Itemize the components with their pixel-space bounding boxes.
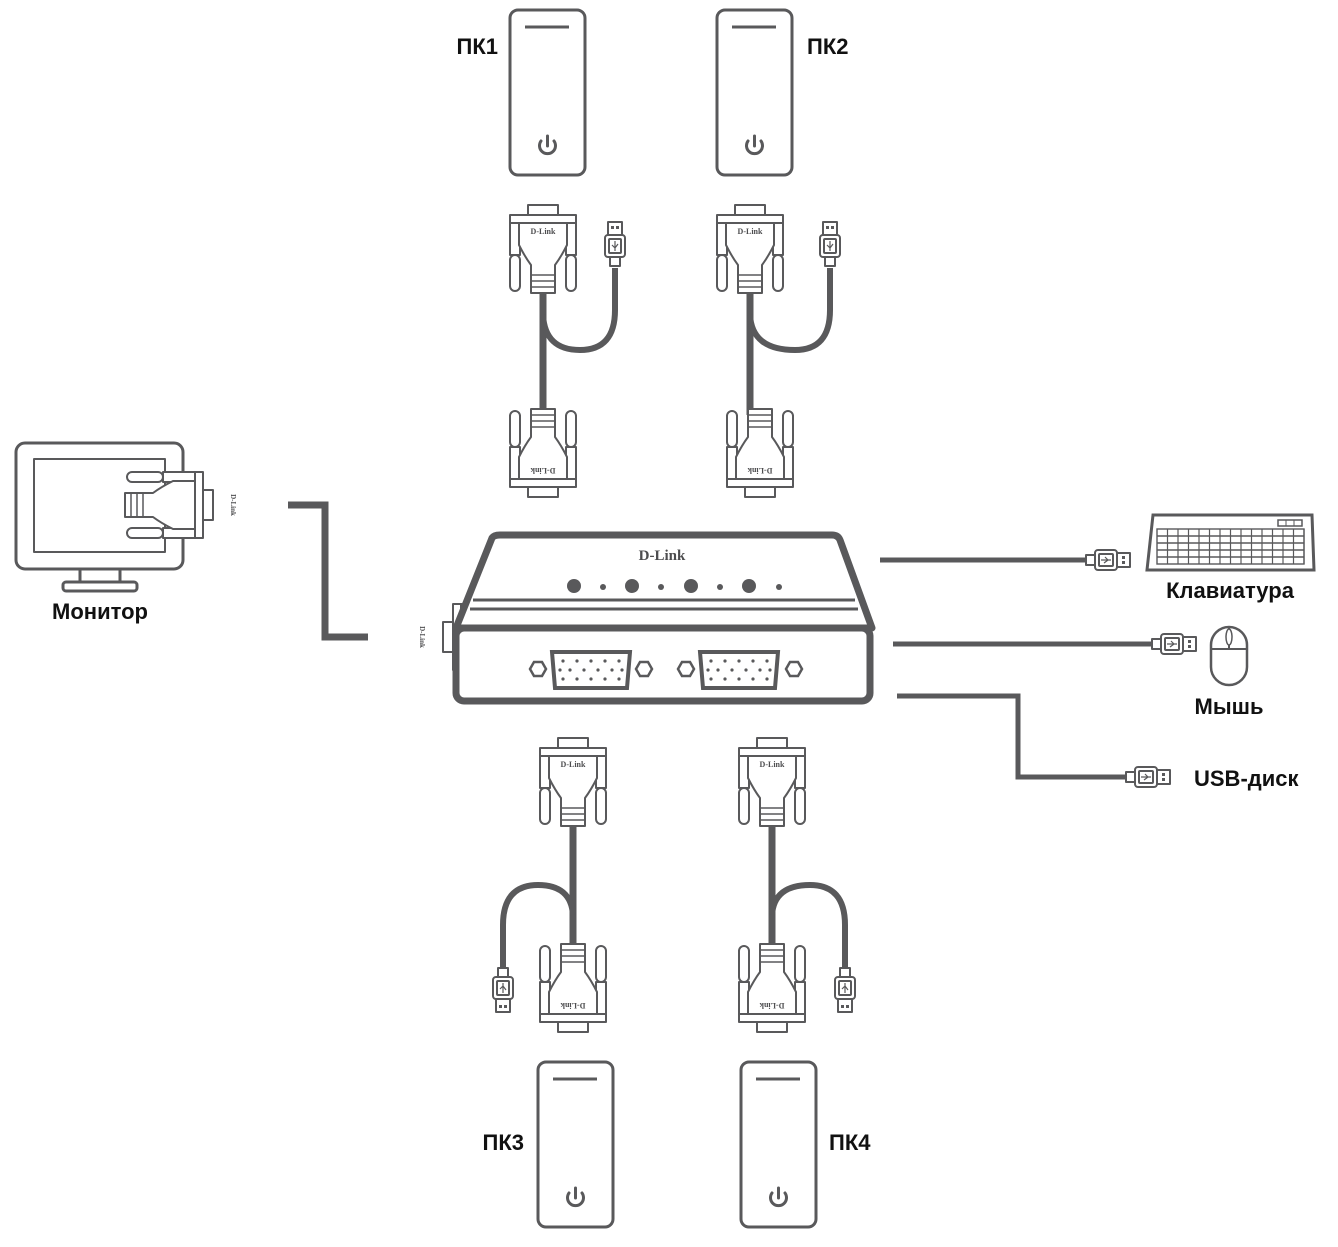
cable-brand: D-Link [747,466,772,475]
pc1-label: ПК1 [457,34,498,59]
pc1-kvm-cable: D-Link D-Link [509,204,626,498]
port-leds [567,579,782,593]
pc2: ПК2 [715,8,848,177]
usb-disk-label: USB-диск [1194,766,1300,791]
usb-plug-icon [1125,766,1171,788]
pc-tower-icon [536,1060,615,1229]
vga-connector-icon [509,408,577,498]
pc3: ПК3 [483,1060,615,1229]
led-icon [684,579,698,593]
keyboard-label: Клавиатура [1166,578,1295,603]
monitor-kvm-cable: D-Link D-Link [124,471,532,671]
vga-connector-icon [509,204,577,294]
kvm-brand-logo: D-Link [639,548,686,564]
vga-connector-icon [539,737,607,827]
usb-plug-icon [819,221,841,267]
cable-brand: D-Link [418,626,426,648]
mouse-connection [893,633,1197,655]
vga-connector-icon [726,408,794,498]
vga-connector-icon [716,204,784,294]
vga-port-2[interactable] [676,650,804,690]
vga-connector-icon [539,943,607,1033]
mouse-label: Мышь [1195,694,1264,719]
cable-brand: D-Link [229,494,237,516]
cable-brand: D-Link [759,1001,784,1010]
pc2-kvm-cable: D-Link D-Link [716,204,841,498]
usb-plug-icon [492,967,514,1013]
led-icon [625,579,639,593]
cable-brand: D-Link [530,466,555,475]
pc-tower-icon [715,8,794,177]
monitor: Монитор [14,441,185,624]
cable-brand: D-Link [531,227,556,236]
pc-tower-icon [508,8,587,177]
pc2-label: ПК2 [807,34,848,59]
vga-connector-icon [124,471,214,539]
usb-plug-icon [604,221,626,267]
pc-tower-icon [739,1060,818,1229]
keyboard-connection [880,549,1131,571]
pc4-kvm-cable: D-Link D-Link [738,737,856,1033]
monitor-label: Монитор [52,599,148,624]
pc1: ПК1 [457,8,587,177]
usb-plug-icon [1151,633,1197,655]
vga-port-1[interactable] [528,650,654,690]
mouse-icon [1209,625,1249,687]
usb-plug-icon [1085,549,1131,571]
led-icon [567,579,581,593]
pc4: ПК4 [739,1060,871,1229]
pc3-kvm-cable: D-Link D-Link [492,737,607,1033]
led-icon [742,579,756,593]
vga-connector-icon [738,943,806,1033]
keyboard: Клавиатура [1145,513,1316,603]
usb-plug-icon [834,967,856,1013]
usb-disk-connection: USB-диск [897,693,1300,791]
cable-brand: D-Link [561,760,586,769]
keyboard-icon [1145,513,1316,572]
kvm-switch: D-Link [452,531,876,705]
cable-brand: D-Link [738,227,763,236]
monitor-icon [14,441,185,593]
cable-brand: D-Link [760,760,785,769]
pc3-label: ПК3 [483,1130,524,1155]
mouse: Мышь [1195,625,1264,719]
pc4-label: ПК4 [829,1130,871,1155]
vga-connector-icon [738,737,806,827]
cable-brand: D-Link [560,1001,585,1010]
